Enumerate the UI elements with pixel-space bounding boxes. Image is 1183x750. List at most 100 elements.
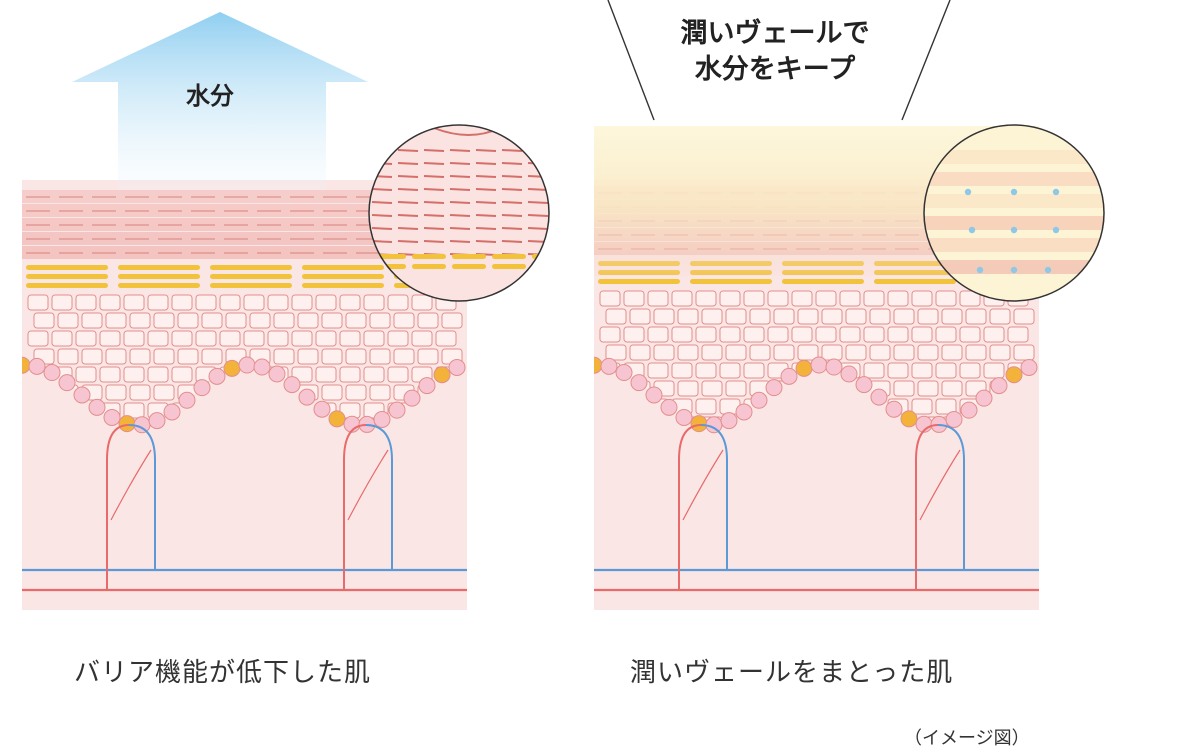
basal-cell — [795, 359, 813, 377]
capillary-branch — [919, 449, 961, 521]
spinous-cell — [749, 344, 771, 361]
granular-cell — [210, 283, 292, 288]
capillary-branch — [682, 449, 724, 521]
spinous-cell — [105, 384, 127, 401]
basal-cell — [28, 357, 46, 375]
basal-cell — [885, 400, 903, 418]
basal-cell — [103, 408, 121, 426]
spinous-cell — [435, 330, 457, 347]
moisture-dot — [1044, 266, 1052, 274]
zoom-corneum-line — [501, 162, 523, 165]
basal-cell — [594, 356, 603, 374]
zoom-veil-band — [924, 150, 1104, 164]
zoom-corneum-line — [371, 175, 393, 178]
basal-cell — [73, 386, 91, 404]
spinous-cell — [297, 348, 319, 365]
zoom-corneum-line — [371, 240, 393, 243]
spinous-cell — [773, 308, 795, 325]
spinous-cell — [767, 326, 789, 343]
zoom-corneum-line — [423, 227, 445, 230]
basal-cell — [945, 410, 963, 428]
spinous-cell — [893, 308, 915, 325]
spinous-cell — [935, 326, 957, 343]
basal-cell — [825, 358, 843, 376]
zoom-corneum-line — [527, 149, 549, 152]
zoom-corneum-line — [475, 240, 497, 243]
zoom-corneum-line — [475, 188, 497, 191]
capillary-branch — [110, 449, 152, 521]
basal-cell — [43, 364, 61, 382]
veil-label-line2: 水分をキープ — [694, 54, 856, 85]
spinous-cell — [51, 330, 73, 347]
spinous-cell — [743, 290, 765, 307]
spinous-cell — [105, 312, 127, 329]
granular-cell — [118, 265, 200, 270]
spinous-cell — [959, 362, 981, 379]
basal-cell — [720, 412, 738, 430]
zoom-corneum-line — [449, 240, 471, 243]
spinous-cell — [917, 308, 939, 325]
basal-cell — [1005, 366, 1023, 384]
capillary-artery — [915, 424, 939, 590]
vessels-left — [22, 424, 467, 592]
spinous-cell — [965, 344, 987, 361]
vessels-right — [594, 424, 1039, 592]
zoom-veil-band — [924, 238, 1104, 252]
spinous-cell — [749, 308, 771, 325]
basal-cell — [88, 398, 106, 416]
basal-cell — [268, 365, 286, 383]
spinous-cell — [941, 308, 963, 325]
spinous-cell — [989, 344, 1011, 361]
spinous-cell — [767, 290, 789, 307]
spinous-cell — [315, 366, 337, 383]
spinous-cell — [911, 398, 933, 415]
zoom-circle-left — [368, 124, 550, 302]
spinous-cell — [171, 294, 193, 311]
basal-cell — [58, 374, 76, 392]
zoom-corneum-line — [397, 188, 419, 191]
basal-cell — [133, 416, 151, 434]
basal-cell — [855, 376, 873, 394]
basal-cell — [600, 357, 618, 375]
spinous-cell — [887, 326, 909, 343]
granular-cell — [210, 265, 292, 270]
spinous-cell — [267, 330, 289, 347]
zoom-corneum-line — [501, 149, 523, 152]
zoom-granular — [412, 254, 446, 259]
spinous-cell — [177, 348, 199, 365]
spinous-cell — [153, 384, 175, 401]
granular-cell — [782, 279, 864, 284]
basal-cell — [630, 374, 648, 392]
zoom-granular — [452, 264, 486, 269]
spinous-cell — [219, 330, 241, 347]
spinous-cell — [839, 326, 861, 343]
spinous-cell — [123, 366, 145, 383]
spinous-cell — [1007, 326, 1029, 343]
spinous-cell — [363, 294, 385, 311]
spinous-cell — [129, 384, 151, 401]
spinous-cell — [57, 312, 79, 329]
spinous-cell — [695, 290, 717, 307]
basal-cell — [298, 388, 316, 406]
zoom-corneum-line — [397, 149, 419, 152]
spinous-cell — [653, 308, 675, 325]
zoom-corneum-line — [475, 201, 497, 204]
spinous-cell — [345, 384, 367, 401]
spinous-cell — [153, 348, 175, 365]
basal-cell — [705, 416, 723, 434]
capillary-vein — [365, 424, 393, 570]
spinous-cell — [195, 294, 217, 311]
spinous-cell — [677, 308, 699, 325]
zoom-corneum-line — [397, 240, 419, 243]
spinous-cell — [339, 366, 361, 383]
basal-cell — [223, 359, 241, 377]
spinous-cell — [941, 380, 963, 397]
granular-cell — [302, 265, 384, 270]
zoom-corneum-line — [527, 201, 549, 204]
spinous-cell — [225, 312, 247, 329]
spinous-cell — [387, 330, 409, 347]
spinous-cell — [893, 380, 915, 397]
spinous-cell — [989, 308, 1011, 325]
basal-cell — [840, 365, 858, 383]
